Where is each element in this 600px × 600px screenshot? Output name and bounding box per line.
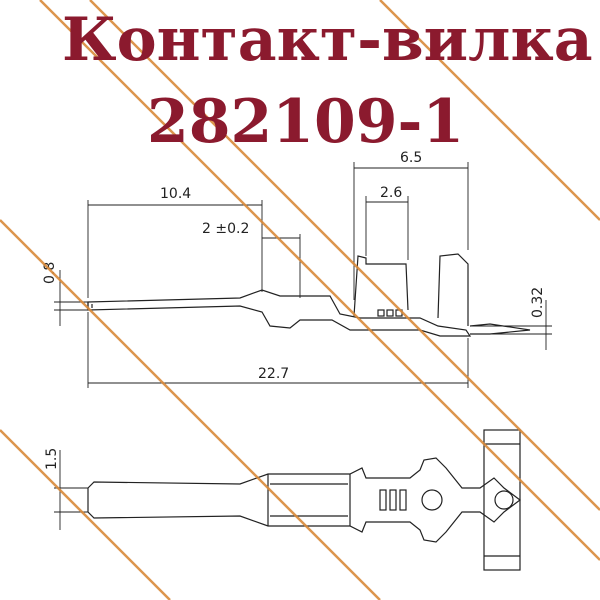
title-line-1: Контакт-вилка	[62, 5, 593, 75]
title-line-2: 282109-1	[147, 87, 465, 157]
dim-crimp-length: 6.5	[400, 150, 422, 166]
bottom-dimensions: 1.5	[44, 448, 88, 530]
dim-material-thickness: 0.32	[530, 287, 546, 318]
side-dimensions: 10.4 2 ±0.2 6.5 2.6 22.7 0.8	[42, 150, 552, 388]
dim-pin-length: 10.4	[160, 186, 191, 202]
dim-overall-length: 22.7	[258, 366, 289, 382]
dim-width-bottom: 1.5	[44, 448, 60, 470]
top-view	[87, 429, 521, 571]
dim-barrel-offset: 2 ±0.2	[202, 221, 249, 237]
side-view	[87, 253, 531, 337]
dim-insulation-width: 2.6	[380, 185, 402, 201]
